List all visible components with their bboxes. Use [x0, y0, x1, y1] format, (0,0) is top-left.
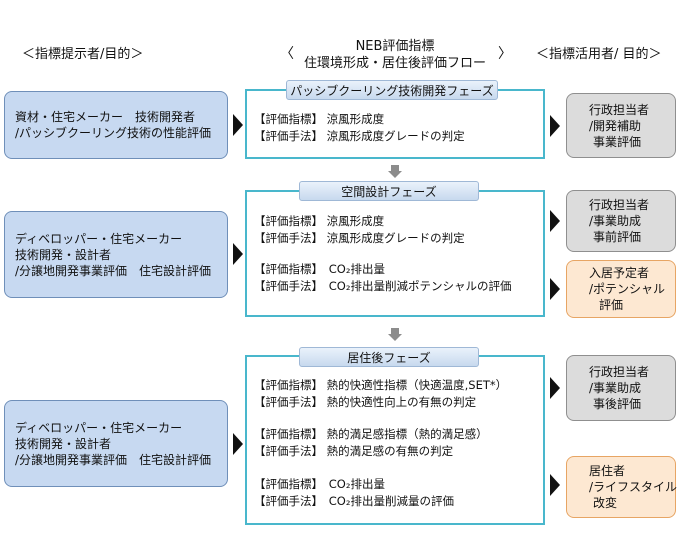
right-box-1: 行政担当者 /開発補助 事業評価 [566, 93, 676, 158]
right-box-2-line: 事前評価 [593, 230, 642, 244]
right-box-5-line: /ライフスタイル [589, 480, 678, 494]
right-box-4-line: 行政担当者 [589, 365, 650, 379]
right-arrow-icon [233, 433, 243, 455]
right-box-4: 行政担当者 /事業助成 事後評価 [566, 355, 676, 421]
right-box-5-line: 居住者 [589, 464, 626, 478]
down-arrow-icon [388, 165, 402, 178]
right-arrow-icon [550, 377, 560, 399]
left-box-1-line: 資材・住宅メーカー 技術開発者 [15, 110, 196, 124]
right-arrow-icon [233, 114, 243, 136]
phase-2-line: 【評価手法】 涼風形成度グレードの判定 [254, 231, 465, 245]
left-box-1: 資材・住宅メーカー 技術開発者 /パッシブクーリング技術の性能評価 [4, 91, 228, 159]
phase-box-space-design [245, 190, 545, 317]
right-box-3-line: 評価 [599, 298, 624, 312]
phase-2-line: 【評価指標】 CO₂排出量 [254, 262, 385, 276]
phase-box-post-occupancy [245, 355, 545, 525]
right-arrow-icon [550, 115, 560, 137]
right-box-2: 行政担当者 /事業助成 事前評価 [566, 190, 676, 252]
left-box-3: ディベロッパー・住宅メーカー 技術開発・設計者 /分譲地開発事業評価 住宅設計評… [4, 400, 228, 487]
left-box-3-line: ディベロッパー・住宅メーカー [15, 420, 183, 435]
center-header-line2: 住環境形成・居住後評価フロー [303, 56, 486, 71]
right-box-4-line: /事業助成 [589, 381, 642, 395]
right-box-3: 入居予定者 /ポテンシャル 評価 [566, 260, 676, 318]
right-box-5: 居住者 /ライフスタイル 改変 [566, 456, 678, 518]
phase-2-line: 【評価手法】 CO₂排出量削減ポテンシャルの評価 [254, 279, 512, 293]
phase-1-line: 【評価指標】 涼風形成度 [254, 112, 385, 126]
center-bracket-right: 〉 [498, 46, 512, 62]
right-box-1-line: /開発補助 [589, 118, 642, 133]
center-header-line1: NEB評価指標 [355, 39, 435, 54]
right-box-4-line: 事後評価 [593, 397, 642, 411]
right-arrow-icon [550, 278, 560, 300]
phase-2-line: 【評価指標】 涼風形成度 [254, 214, 385, 228]
right-box-3-line: /ポテンシャル [589, 282, 666, 296]
left-box-3-line: 技術開発・設計者 [15, 436, 112, 451]
phase-title-space-design: 空間設計フェーズ [299, 181, 479, 201]
left-box-3-line: /分譲地開発事業評価 住宅設計評価 [15, 452, 212, 467]
phase-3-line: 【評価手法】 CO₂排出量削減量の評価 [254, 494, 454, 508]
right-box-2-line: /事業助成 [589, 214, 642, 228]
left-column-header: ＜指標提示者/目的＞ [22, 47, 144, 62]
phase-1-line: 【評価手法】 涼風形成度グレードの判定 [254, 129, 465, 143]
phase-3-line: 【評価指標】 熱的快適性指標（快適温度,SET*） [254, 378, 508, 392]
center-bracket-left: 〈 [280, 46, 294, 62]
right-box-5-line: 改変 [593, 496, 618, 510]
right-arrow-icon [233, 243, 243, 265]
phase-3-line: 【評価指標】 CO₂排出量 [254, 477, 385, 491]
right-box-1-line: 事業評価 [593, 134, 642, 149]
phase-3-line: 【評価手法】 熱的満足感の有無の判定 [254, 444, 454, 458]
right-column-header: ＜指標活用者/ 目的＞ [536, 47, 662, 62]
right-arrow-icon [550, 474, 560, 496]
right-box-3-line: 入居予定者 [589, 266, 650, 280]
phase-title-post-occupancy: 居住後フェーズ [299, 347, 479, 367]
left-box-2-line: /分譲地開発事業評価 住宅設計評価 [15, 263, 212, 278]
left-box-2-line: 技術開発・設計者 [15, 247, 112, 262]
right-arrow-icon [550, 210, 560, 232]
phase-3-line: 【評価指標】 熱的満足感指標（熱的満足感） [254, 427, 488, 441]
phase-3-line: 【評価手法】 熱的快適性向上の有無の判定 [254, 395, 477, 409]
left-box-2: ディベロッパー・住宅メーカー 技術開発・設計者 /分譲地開発事業評価 住宅設計評… [4, 211, 228, 298]
phase-title-passive-cooling: パッシブクーリング技術開発フェーズ [286, 80, 498, 100]
left-box-2-line: ディベロッパー・住宅メーカー [15, 231, 183, 246]
down-arrow-icon [388, 328, 402, 341]
right-box-2-line: 行政担当者 [589, 198, 650, 212]
right-box-1-line: 行政担当者 [589, 102, 650, 117]
left-box-1-line: /パッシブクーリング技術の性能評価 [15, 126, 212, 140]
